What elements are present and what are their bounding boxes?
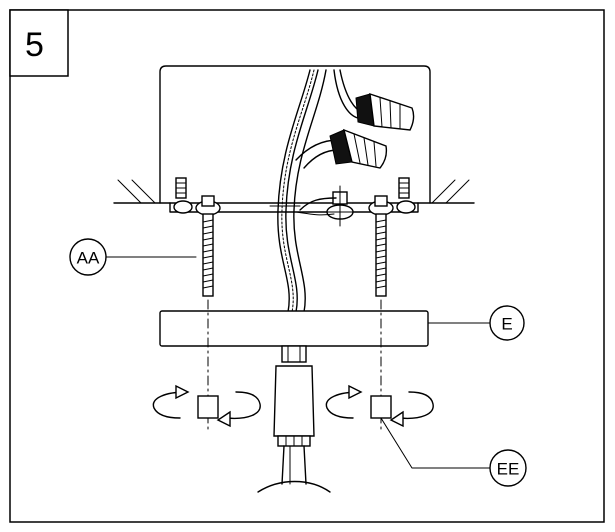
wire-nut-upper (355, 92, 415, 131)
callout-ee-label: EE (497, 460, 520, 479)
down-rod (257, 345, 331, 493)
step-number: 5 (25, 26, 44, 64)
finial-nut-right (325, 384, 434, 428)
callout-aa-label: AA (77, 249, 100, 268)
callout-aa: AA (69, 238, 197, 276)
wire-bundle (269, 69, 363, 313)
threaded-rod-right (368, 195, 394, 297)
finial-nut-left (152, 384, 261, 428)
wire-nut-lower (329, 128, 388, 169)
callout-e: E (427, 305, 525, 341)
outer-frame (9, 9, 605, 523)
step-number-box: 5 (9, 9, 69, 77)
junction-box (159, 65, 431, 204)
canopy-plate (159, 310, 429, 347)
callout-ee: EE (380, 417, 527, 487)
callout-e-label: E (501, 315, 512, 334)
threaded-rod-left (195, 195, 221, 297)
